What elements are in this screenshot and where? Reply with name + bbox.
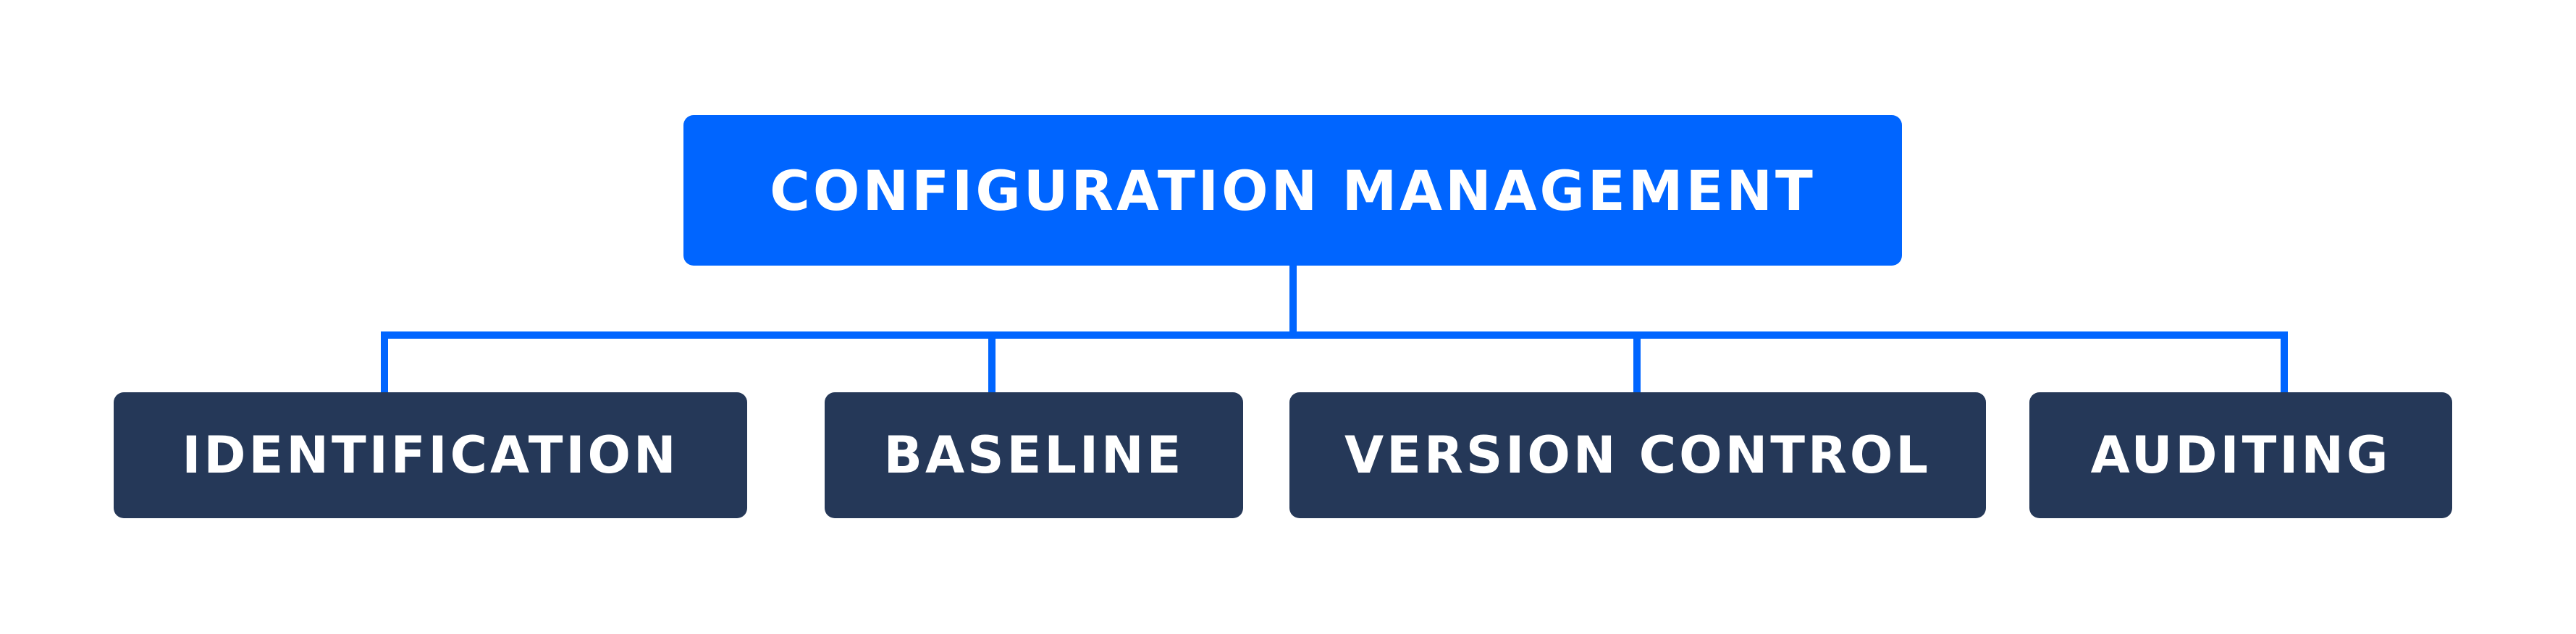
auditing-drop-connector: [2281, 331, 2288, 394]
child-node-identification: IDENTIFICATION: [114, 392, 747, 518]
root-node-configuration-management: CONFIGURATION MANAGEMENT: [683, 115, 1902, 266]
child-node-label: VERSION CONTROL: [1344, 426, 1932, 485]
child-node-baseline: BASELINE: [825, 392, 1243, 518]
child-node-version-control: VERSION CONTROL: [1289, 392, 1986, 518]
root-node-label: CONFIGURATION MANAGEMENT: [770, 158, 1816, 223]
child-node-label: BASELINE: [883, 426, 1184, 485]
identification-drop-connector: [381, 331, 388, 394]
child-node-auditing: AUDITING: [2029, 392, 2452, 518]
child-node-label: AUDITING: [2090, 426, 2391, 485]
root-stem-connector: [1289, 266, 1297, 338]
child-node-label: IDENTIFICATION: [182, 426, 679, 485]
baseline-drop-connector: [988, 331, 996, 394]
version-control-drop-connector: [1633, 331, 1641, 394]
horizontal-bus-connector: [381, 331, 2288, 339]
